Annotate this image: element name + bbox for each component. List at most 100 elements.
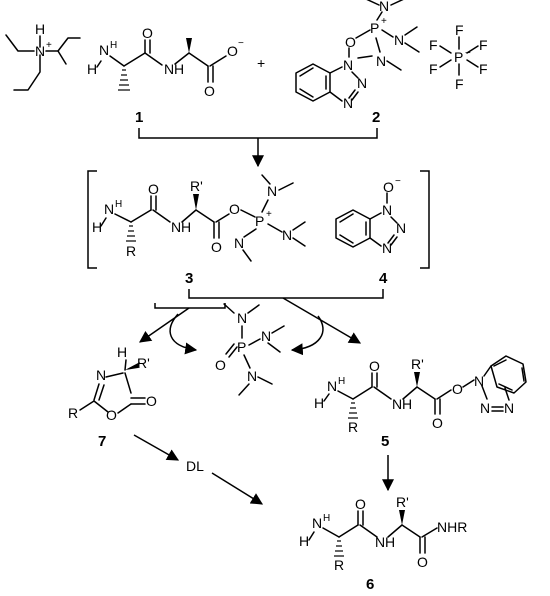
i3-p: P: [255, 213, 264, 229]
a5-h: H: [314, 395, 324, 411]
label-7: 7: [98, 433, 106, 450]
d1-amide-o: O: [142, 25, 153, 41]
p6-n: N: [312, 515, 322, 531]
i3-hash-stereo: [126, 225, 136, 242]
i3-pn1: N: [267, 183, 277, 199]
i4-o: O: [383, 179, 394, 195]
bop-ring-n3: N: [343, 95, 353, 111]
hmpa-n2: N: [261, 328, 271, 344]
i4-n3: N: [382, 240, 392, 256]
obt-anion-4: N N N O −: [335, 176, 406, 256]
hmpa-n1: N: [237, 310, 247, 326]
d1-acid-charge: −: [238, 38, 244, 49]
d1-nh2-h: H: [110, 40, 117, 51]
a5-ester-o: O: [452, 381, 463, 397]
i3-pn3: N: [234, 235, 244, 251]
d1-acid-o1: O: [204, 83, 215, 99]
bop-ring-n2: N: [357, 75, 367, 91]
pf6-f1: F: [455, 22, 464, 38]
plus-sign: +: [257, 55, 265, 71]
p6-amide-o: O: [355, 496, 366, 512]
o7-n: N: [96, 367, 106, 383]
i3-amide-h: H: [181, 219, 191, 235]
intermediate-3: H N H R O N H R' O O P + N: [92, 174, 306, 262]
label-6: 6: [366, 576, 374, 593]
i3-carbonyl-o: O: [211, 239, 222, 255]
ammonium-n: N: [35, 43, 45, 59]
active-ester-5: H N H R O N H R' O O N: [314, 355, 527, 435]
p6-nhr: NHR: [437, 519, 467, 535]
pf6-charge: −: [465, 48, 471, 59]
bop-2: N N N O P + N N N: [295, 0, 420, 111]
hmpa: P O N N N: [215, 303, 285, 396]
i3-h: H: [92, 219, 102, 235]
dipeptide-1: H N H O N H O O −: [87, 25, 244, 99]
bracket-left: [87, 170, 97, 269]
i3-nh2-h: H: [115, 199, 122, 210]
pf6-f3: F: [429, 37, 438, 53]
d1-h: H: [87, 61, 97, 77]
p6-amide-h: H: [385, 534, 395, 550]
a5-n: N: [327, 378, 337, 394]
p6-nh2-h: H: [323, 513, 330, 524]
pf6-f4: F: [429, 61, 438, 77]
bop-o: O: [345, 34, 356, 50]
pf6-p: P: [454, 49, 463, 65]
label-4: 4: [379, 270, 388, 287]
i3-p-charge: +: [266, 209, 272, 220]
ammonium-h: H: [35, 21, 45, 37]
a5-hash-stereo: [348, 402, 358, 419]
pf6-f5: F: [479, 37, 488, 53]
p6-amide-n: N: [375, 534, 385, 550]
p6-r-prime: R': [396, 494, 409, 510]
a5-r-prime: R': [411, 356, 424, 372]
i3-pn2: N: [282, 227, 292, 243]
d1-n: N: [99, 42, 109, 58]
d1-amide-n: N: [164, 61, 174, 77]
i3-ester-o: O: [229, 201, 240, 217]
hmpa-o: O: [215, 357, 226, 373]
a5-amide-o: O: [369, 358, 380, 374]
a5-n3: N: [504, 400, 514, 416]
bracket-right: [420, 170, 430, 269]
i3-r-prime: R': [190, 178, 203, 194]
i3-r: R: [126, 243, 136, 259]
ammonium-charge: +: [46, 40, 52, 51]
a5-carbonyl-o: O: [432, 415, 443, 431]
pf6-f2: F: [455, 76, 464, 92]
label-3: 3: [185, 270, 193, 287]
d1-amide-h: H: [174, 61, 184, 77]
pf6-f6: F: [479, 61, 488, 77]
o7-ring-o: O: [106, 407, 117, 423]
p6-h: H: [299, 533, 309, 549]
bop-n1: N: [379, 0, 389, 14]
i3-n: N: [104, 201, 114, 217]
a5-n1: N: [474, 373, 484, 389]
a5-n2: N: [480, 400, 490, 416]
o7-r-prime: R': [137, 355, 150, 371]
ammonium-base: N + H: [5, 21, 81, 91]
a5-r: R: [348, 419, 358, 435]
label-5: 5: [381, 433, 389, 450]
o7-carbonyl-o: O: [146, 393, 157, 409]
i4-charge: −: [395, 176, 401, 187]
bop-p: P: [370, 20, 379, 36]
hmpa-n3: N: [247, 368, 257, 384]
hmpa-p: P: [237, 339, 246, 355]
p6-r: R: [334, 557, 344, 573]
pf6-anion: P − F F F F F F: [429, 22, 488, 92]
dipeptide-amide-6: H N H R O N H R' O NHR: [299, 494, 467, 573]
p6-hash-stereo: [334, 540, 344, 557]
dl-label: DL: [186, 458, 204, 474]
d1-acid-o2: O: [227, 43, 238, 59]
p6-carbonyl-o: O: [417, 554, 428, 570]
d1-hash-stereo: [118, 69, 130, 91]
label-2: 2: [372, 109, 380, 126]
i3-amide-o: O: [148, 181, 159, 197]
i4-n2: N: [396, 220, 406, 236]
o7-h: H: [117, 344, 127, 360]
i3-amide-n: N: [171, 219, 181, 235]
a5-amide-h: H: [402, 396, 412, 412]
i4-n1: N: [382, 202, 392, 218]
